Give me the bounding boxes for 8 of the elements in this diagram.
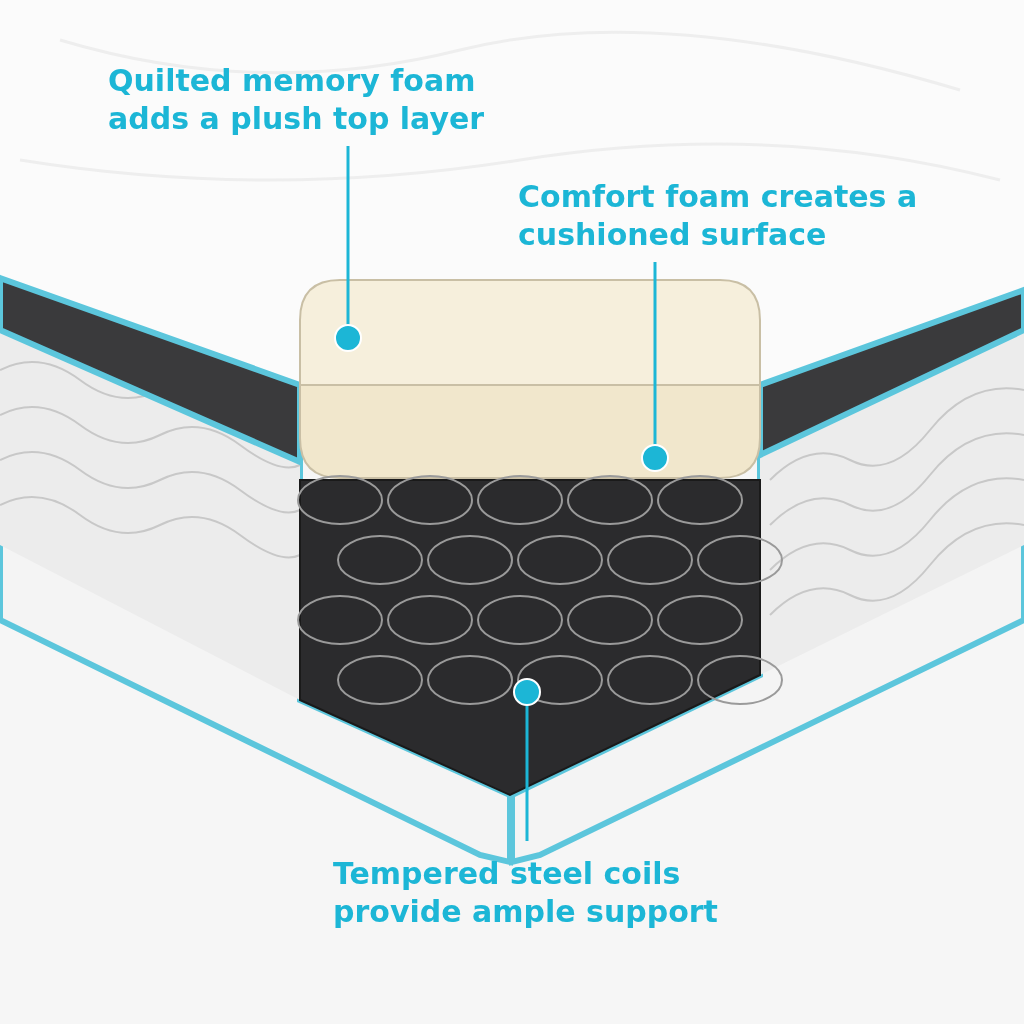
memory-foam-layer: [299, 279, 761, 386]
leader-line: [641, 262, 669, 472]
leader-line: [334, 146, 362, 352]
callout-text: Comfort foam creates a cushioned surface: [518, 179, 918, 252]
coil-section: [297, 475, 783, 797]
callout-text: Quilted memory foam adds a plush top layer: [108, 63, 485, 136]
comfort-foam-layer: [299, 384, 761, 479]
callout-text: Tempered steel coils provide ample support: [333, 856, 718, 929]
